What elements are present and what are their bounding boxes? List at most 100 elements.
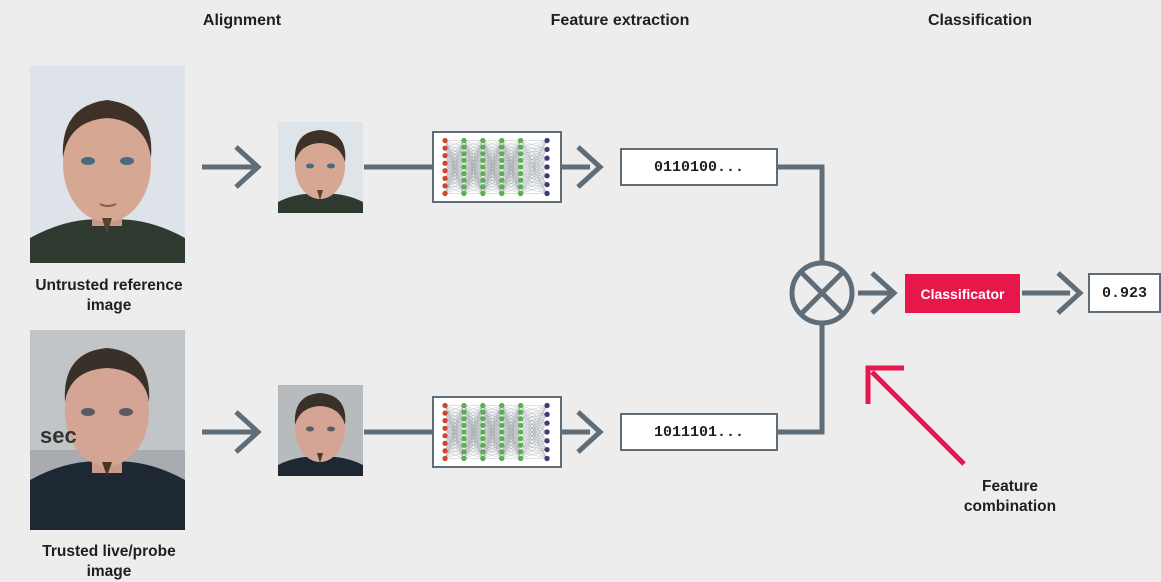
- nn-node: [499, 151, 505, 157]
- header-classification: Classification: [927, 12, 1033, 29]
- nn-node: [517, 157, 524, 164]
- nn-node: [499, 164, 505, 170]
- nn-node: [442, 183, 448, 189]
- nn-node: [461, 449, 467, 455]
- nn-node: [480, 409, 486, 415]
- arrow-right-icon: [1056, 271, 1084, 315]
- nn-node: [461, 170, 467, 177]
- nn-node: [499, 455, 505, 462]
- nn-node: [442, 175, 448, 181]
- nn-node: [517, 184, 524, 190]
- nn-node: [517, 190, 524, 197]
- nn-node: [442, 153, 448, 159]
- nn-node: [480, 402, 486, 409]
- nn-node: [544, 402, 550, 409]
- nn-node: [480, 449, 486, 455]
- arrow-right-icon: [234, 145, 262, 189]
- nn-node: [461, 429, 467, 435]
- nn-node: [461, 416, 467, 422]
- reference-photo: [30, 66, 185, 263]
- nn-node: [517, 429, 524, 435]
- nn-node: [480, 422, 486, 429]
- nn-node: [517, 449, 524, 455]
- nn-node: [480, 442, 486, 448]
- nn-node: [442, 160, 448, 166]
- score-output: 0.923: [1088, 273, 1161, 313]
- nn-node: [499, 144, 505, 150]
- nn-node: [461, 402, 467, 409]
- nn-node: [499, 442, 505, 448]
- arrow-right-icon: [576, 410, 604, 454]
- nn-node: [517, 442, 524, 448]
- nn-node: [517, 402, 524, 409]
- nn-node: [544, 411, 550, 418]
- nn-node: [544, 155, 550, 161]
- nn-node: [499, 137, 505, 144]
- nn-node: [499, 416, 505, 422]
- nn-node: [461, 157, 467, 164]
- nn-node: [461, 137, 467, 144]
- nn-node: [544, 181, 550, 188]
- nn-node: [499, 190, 505, 197]
- nn-node: [461, 435, 467, 442]
- nn-node: [517, 170, 524, 177]
- nn-node: [517, 151, 524, 157]
- nn-node: [499, 435, 505, 442]
- header-feature-extraction: Feature extraction: [550, 12, 690, 29]
- nn-node: [480, 190, 486, 197]
- probe-caption: Trusted live/probe image: [42, 543, 176, 580]
- nn-node: [544, 164, 550, 170]
- nn-node: [544, 420, 550, 426]
- nn-node: [442, 410, 448, 416]
- combine-circle-x-icon: [789, 260, 855, 326]
- nn-node: [480, 164, 486, 170]
- header-alignment: Alignment: [202, 12, 282, 29]
- nn-node: [517, 177, 524, 183]
- nn-node: [499, 157, 505, 164]
- nn-node: [499, 429, 505, 435]
- nn-node: [480, 151, 486, 157]
- nn-node: [480, 184, 486, 190]
- nn-node: [461, 164, 467, 170]
- arrow-right-icon: [870, 271, 898, 315]
- nn-node: [461, 184, 467, 190]
- probe-photo: [30, 330, 185, 530]
- feature-combination-caption: Feature combination: [963, 478, 1057, 515]
- nn-node: [442, 455, 448, 462]
- reference-caption: Untrusted reference image: [35, 277, 183, 314]
- connector-top-3: [778, 164, 825, 262]
- nn-node: [499, 449, 505, 455]
- nn-node: [442, 137, 448, 144]
- nn-node: [442, 448, 448, 454]
- probe-photo-text: sec: [40, 423, 77, 448]
- nn-node: [517, 409, 524, 415]
- nn-node: [480, 416, 486, 422]
- nn-node: [517, 416, 524, 422]
- nn-node: [442, 190, 448, 197]
- nn-node: [517, 164, 524, 170]
- reference-aligned-crop: [278, 122, 363, 213]
- nn-node: [461, 144, 467, 150]
- nn-node: [461, 455, 467, 462]
- nn-node: [517, 455, 524, 462]
- nn-node: [461, 442, 467, 448]
- nn-node: [461, 190, 467, 197]
- nn-node: [544, 438, 550, 444]
- nn-node: [544, 455, 550, 462]
- nn-node: [499, 422, 505, 429]
- nn-node: [544, 190, 550, 197]
- nn-node: [461, 409, 467, 415]
- nn-node: [442, 433, 448, 439]
- nn-node: [544, 137, 550, 144]
- nn-node: [480, 455, 486, 462]
- nn-node: [480, 429, 486, 435]
- nn-node: [499, 409, 505, 415]
- nn-node: [480, 144, 486, 150]
- reference-feature-code: 0110100...: [620, 148, 778, 186]
- probe-feature-code: 1011101...: [620, 413, 778, 451]
- nn-node: [442, 440, 448, 446]
- nn-node: [442, 145, 448, 151]
- nn-node: [480, 177, 486, 183]
